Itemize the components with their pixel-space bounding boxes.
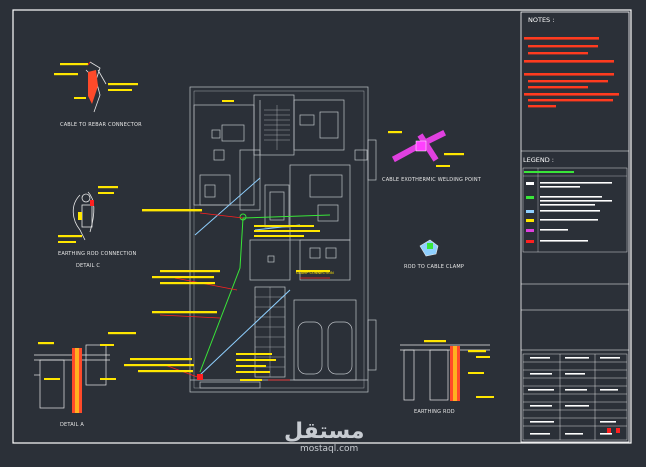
- detail-c-label: DETAIL C: [76, 263, 100, 269]
- clamp-connection-label: CLAMP CONNECTION: [296, 271, 334, 275]
- legend-swatch-magenta: [526, 229, 534, 232]
- watermark-latin: mostaql.com: [300, 444, 358, 454]
- drawing-frame: [12, 9, 632, 444]
- detail-exothermic-weld: CABLE EXOTHERMIC WELDING POINT: [382, 129, 482, 183]
- title-block-grid: [522, 353, 628, 441]
- detail-a-label: DETAIL A: [60, 422, 84, 428]
- legend-header-text: [524, 171, 574, 173]
- detail-rod-to-cable-clamp: ROD TO CABLE CLAMP: [404, 239, 464, 270]
- title-block-marks-red: [607, 428, 620, 433]
- plan-annotations-yellow: [124, 100, 330, 381]
- detail-a-section: DETAIL A: [34, 332, 136, 428]
- detail-cable-to-rebar: CABLE TO REBAR CONNECTOR: [54, 61, 142, 128]
- floor-plan: [189, 86, 377, 393]
- title-block-panel: NOTES : LEGEND :: [520, 11, 630, 443]
- rod-to-cable-clamp-title: ROD TO CABLE CLAMP: [404, 264, 464, 270]
- legend-swatch-green: [526, 196, 534, 199]
- watermark: مستقل mostaql.com: [284, 419, 364, 454]
- legend-heading: LEGEND :: [523, 156, 554, 164]
- notes-heading: NOTES :: [528, 16, 554, 24]
- exothermic-title: CABLE EXOTHERMIC WELDING POINT: [382, 177, 482, 183]
- cable-to-rebar-title: CABLE TO REBAR CONNECTOR: [60, 122, 142, 128]
- legend-swatch-red: [526, 240, 534, 243]
- title-block-text: [528, 357, 620, 435]
- detail-earthing-rod-connection: EARTHING ROD CONNECTION DETAIL C: [58, 186, 136, 269]
- earthing-rod-connection-title: EARTHING ROD CONNECTION: [58, 251, 136, 257]
- legend-swatch-blue: [526, 210, 534, 213]
- detail-earthing-rod: EARTHING ROD: [400, 340, 494, 415]
- legend-table: [522, 167, 628, 253]
- watermark-arabic: مستقل: [284, 419, 364, 444]
- earthing-rod-title: EARTHING ROD: [414, 409, 455, 415]
- notes-text-lines: [524, 37, 619, 108]
- earthing-cable-green: [199, 213, 331, 373]
- earthing-point-marker: [197, 374, 203, 380]
